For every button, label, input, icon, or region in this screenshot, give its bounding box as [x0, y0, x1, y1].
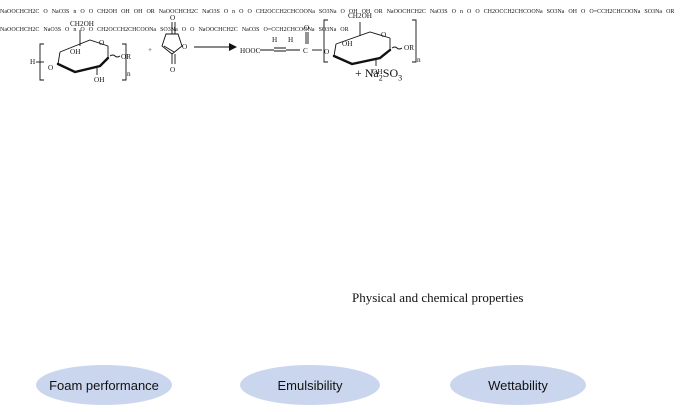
oh-label: OH	[70, 48, 80, 56]
p4-o-link: O	[80, 27, 85, 33]
emulsibility-ellipse: Emulsibility	[240, 365, 380, 405]
p1-naooc-label: NaOOCHCH2C	[0, 9, 40, 15]
p4-chain: CH2OCCH2CHCOONa	[97, 27, 157, 33]
maleic-anhydride: O O O	[161, 14, 187, 74]
p3-so3na: NaO3S	[429, 9, 448, 15]
p1-ring-o: O	[88, 9, 94, 15]
repeat-n: n	[127, 70, 131, 78]
p3-o: O	[451, 9, 456, 15]
p3-oh: OH	[568, 9, 578, 15]
sodium-sulfite-reagent: + Na2SO3	[355, 66, 403, 83]
p1-or: OR	[146, 9, 155, 15]
plus-sign: +	[148, 46, 152, 54]
foam-performance-label: Foam performance	[49, 377, 159, 393]
p1-n: n	[73, 9, 77, 15]
foam-performance-ellipse: Foam performance	[36, 365, 172, 405]
p2-or: OR	[374, 9, 383, 15]
p3-ring-o: O	[475, 9, 480, 15]
product-2-diester: NaOOCHCH2C NaO3S O n O O CH2OCCH2CHCOONa…	[159, 0, 387, 17]
p2-naooc: NaOOCHCH2C	[158, 9, 199, 15]
p4-or: OR	[340, 27, 349, 33]
p2-chain-so3na: SO3Na	[318, 9, 337, 15]
p1-so3na: NaO3S	[51, 9, 70, 15]
p4-o-right: O	[190, 27, 195, 33]
h-end-label: H	[30, 58, 35, 66]
p4-o-left: O	[181, 27, 187, 33]
wettability-ellipse: Wettability	[450, 365, 586, 405]
p4-chain-so3na: SO3Na	[160, 27, 178, 33]
p3-naooc: NaOOCHCH2C	[386, 9, 426, 15]
p2-o-link: O	[239, 9, 244, 15]
h-label-2: H	[288, 36, 293, 44]
p4-naooc: NaOOCHCH2C	[0, 27, 40, 33]
p1-oh-2: OH	[133, 9, 143, 15]
p4-o: O	[65, 27, 70, 33]
p3-chain-so3na: SO3Na	[546, 9, 565, 15]
p4-lower-right-chain: O=CCH2CHCOONa	[263, 27, 315, 33]
hooc-label: HOOC	[240, 47, 261, 55]
p3-or: OR	[666, 9, 675, 15]
h-label-1: H	[272, 36, 277, 44]
p2-oh: OH	[348, 9, 358, 15]
p4-n: n	[73, 27, 77, 33]
p3-chain: CH2OCCH2CHCOONa	[483, 9, 543, 15]
repeat-n-2: n	[417, 56, 421, 64]
p2-so3na: NaO3S	[202, 9, 220, 15]
p4-lower-right-so3na: SO3Na	[318, 27, 337, 33]
p3-lower-chain: O=CCH2CHCOONa	[589, 9, 641, 15]
p4-lower-left-so3na: NaO3S	[241, 27, 260, 33]
o-link-label: O	[48, 64, 53, 72]
product-3-triester: NaOOCHCH2C NaO3S O n O O CH2OCCH2CHCOONa…	[387, 0, 675, 17]
oh-label-4: OH	[372, 68, 382, 76]
p1-o: O	[43, 9, 48, 15]
or-label: OR	[121, 53, 131, 61]
emulsibility-label: Emulsibility	[277, 377, 343, 393]
oh-label-3: OH	[342, 40, 352, 48]
carbonyl-o-label: O	[304, 24, 309, 32]
p1-oh: OH	[121, 9, 130, 15]
ch2oh-label: CH2OH	[70, 20, 94, 28]
anhydride-o-top: O	[170, 14, 175, 22]
maleate-ester-glucoside: HOOC H H C O n O O CH2OH OH OH OR	[240, 12, 421, 76]
ring-o-label-2: O	[381, 31, 386, 39]
p4-lower-left-chain: NaOOCHCH2C	[198, 27, 238, 33]
or-label-2: OR	[404, 44, 414, 52]
p2-n: n	[232, 9, 236, 15]
anhydride-o-ring: O	[182, 43, 187, 51]
p2-chain-o: O	[340, 9, 345, 15]
p3-o-lower: O	[581, 9, 586, 15]
product-4-tetraester: NaOOCHCH2C NaO3S O n O O CH2OCCH2CHCOONa…	[0, 18, 349, 35]
ch2oh-label-2: CH2OH	[348, 12, 372, 20]
o-link-label-2: O	[324, 48, 329, 56]
p4-so3na: NaO3S	[43, 27, 62, 33]
ring-o-label: O	[99, 39, 104, 47]
p3-o-link: O	[466, 9, 472, 15]
wettability-label: Wettability	[488, 377, 548, 393]
properties-label: Physical and chemical properties	[352, 290, 524, 305]
anhydride-o-bottom: O	[170, 66, 175, 74]
p3-lower-so3na: SO3Na	[644, 9, 663, 15]
starting-glucoside: n H O CH2OH OH OH O OR	[30, 20, 131, 84]
product-1-monoester: NaOOCHCH2C O NaO3S n O O CH2OH OH OH OR	[0, 0, 159, 17]
p1-ch2oh: CH2OH	[97, 9, 118, 15]
p2-chain: CH2OCCH2CHCOONa	[255, 9, 315, 15]
p2-oh-2: OH	[361, 9, 371, 15]
carbonyl-c-label: C	[303, 47, 308, 55]
p3-n: n	[459, 9, 463, 15]
oh-label-2: OH	[94, 76, 104, 84]
p2-ring-o: O	[247, 9, 252, 15]
p1-o-link: O	[80, 9, 85, 15]
p4-ring-o: O	[88, 27, 94, 33]
p2-o: O	[223, 9, 229, 15]
